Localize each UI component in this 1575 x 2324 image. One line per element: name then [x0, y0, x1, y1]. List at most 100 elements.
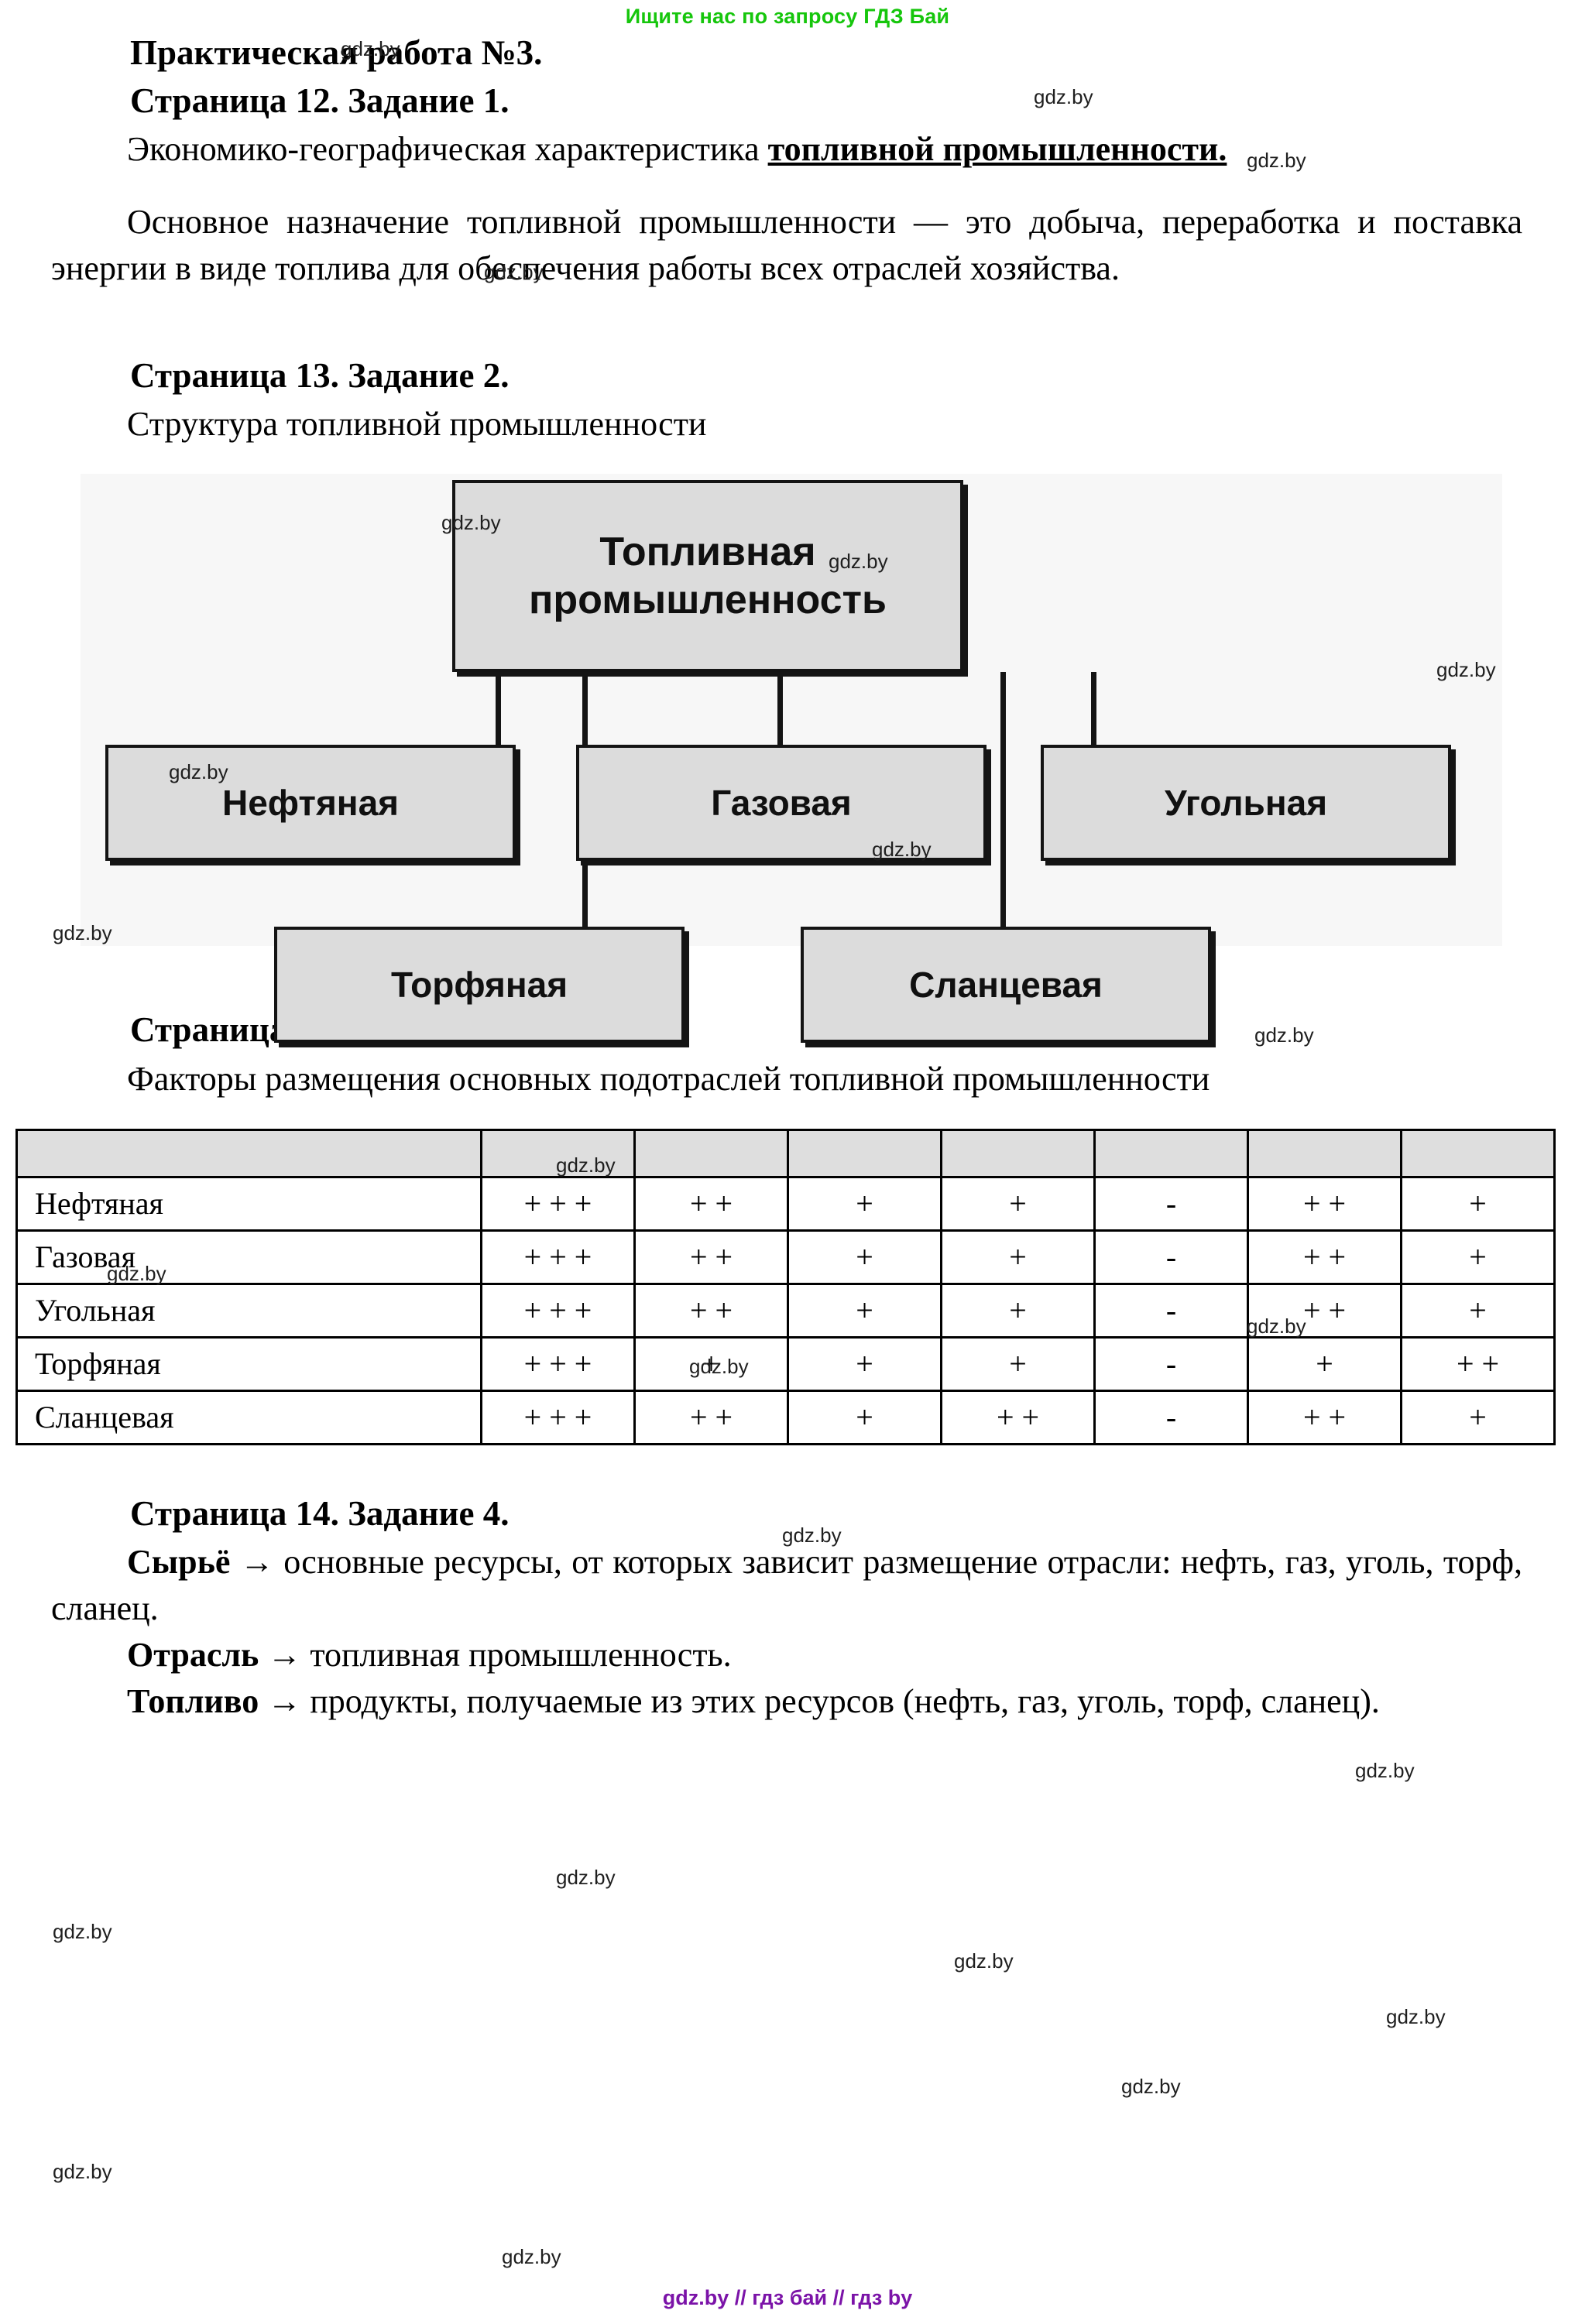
definition-text-otrasl: топливная промышленность.	[301, 1635, 732, 1674]
table-cell: +	[1247, 1335, 1402, 1392]
section-heading-task-3: Страница 13. Задание 3.	[130, 1010, 509, 1050]
table-row: Торфяная + + + + + + - + + +	[15, 1335, 1556, 1392]
table-cell: + +	[633, 1229, 789, 1285]
definition-term-otrasl: Отрасль	[127, 1635, 259, 1674]
diagram-box-gazovaya: Газовая	[576, 745, 987, 862]
connector-root-to-ugolnaya	[1091, 672, 1096, 749]
section-heading-task-2: Страница 13. Задание 2.	[130, 355, 510, 395]
table-cell: +	[940, 1282, 1096, 1339]
factors-table-body: Нефтяная + + + + + + + - + + + Газовая +…	[15, 1175, 1556, 1445]
site-footer-links: gdz.by // гдз бай // гдз by	[662, 2286, 913, 2309]
table-row: Сланцевая + + + + + + + + - + + +	[15, 1389, 1556, 1445]
factors-table: Нефтяная + + + + + + + - + + + Газовая +…	[15, 1128, 1556, 1445]
diagram-box-ugolnaya: Угольная	[1041, 745, 1451, 862]
table-cell: +	[787, 1175, 942, 1232]
practical-work-title-block: Практическая работа №3.	[51, 31, 1522, 76]
definition-syrio: Сырьё → основные ресурсы, от которых зав…	[51, 1539, 1522, 1632]
table-row-label: Угольная	[15, 1282, 482, 1339]
watermark-text: gdz.by	[53, 2160, 112, 2183]
table-cell: + +	[1400, 1335, 1556, 1392]
definition-term-syrio: Сырьё	[127, 1543, 231, 1582]
table-header-cell	[940, 1128, 1096, 1178]
table-cell: +	[787, 1282, 942, 1339]
table-cell: +	[787, 1229, 942, 1285]
table-cell: + + +	[480, 1282, 636, 1339]
table-cell: -	[1093, 1229, 1249, 1285]
table-cell: +	[1400, 1282, 1556, 1339]
table-cell: -	[1093, 1282, 1249, 1339]
task-2-body: Структура топливной промышленности	[127, 405, 707, 444]
table-cell: + + +	[480, 1335, 636, 1392]
table-row-label: Газовая	[15, 1229, 482, 1285]
watermark-text: gdz.by	[53, 1920, 112, 1943]
table-header-cell	[633, 1128, 789, 1178]
arrow-icon: →	[267, 1681, 302, 1720]
diagram-box-slantsevaya: Сланцевая	[801, 927, 1211, 1044]
spacer	[51, 1445, 1522, 1492]
table-cell: + +	[633, 1175, 789, 1232]
page-title: Практическая работа №3.	[130, 33, 543, 72]
watermark-text: gdz.by	[1355, 1759, 1415, 1782]
table-cell: + + +	[480, 1175, 636, 1232]
diagram-box-neftyanaya: Нефтяная	[105, 745, 516, 862]
table-cell: + +	[633, 1389, 789, 1445]
connector-root-to-gazovaya	[777, 672, 783, 749]
fuel-industry-structure-diagram: Топливная промышленность Нефтяная Газова…	[81, 474, 1502, 1044]
table-cell: -	[1093, 1175, 1249, 1232]
arrow-icon: →	[239, 1543, 274, 1582]
watermark-text: gdz.by	[502, 2245, 561, 2268]
table-cell: + + +	[480, 1389, 636, 1445]
task-1-subheading: Экономико-географическая характеристика …	[51, 126, 1522, 173]
table-cell: + +	[1247, 1389, 1402, 1445]
table-row-label: Нефтяная	[15, 1175, 482, 1232]
task-3-body: Факторы размещения основных подотраслей …	[127, 1059, 1210, 1098]
connector-root-to-slantsevaya	[1000, 672, 1006, 931]
table-cell: + +	[1247, 1175, 1402, 1232]
spacer	[51, 447, 1522, 474]
table-cell: +	[940, 1175, 1096, 1232]
table-cell: +	[940, 1335, 1096, 1392]
watermark-text: gdz.by	[954, 1949, 1014, 1973]
table-header-row	[15, 1128, 1556, 1178]
section-1-heading-block: Страница 12. Задание 1.	[51, 79, 1522, 124]
watermark-text: gdz.by	[1121, 2075, 1181, 2098]
spacer	[51, 946, 1522, 1008]
diagram-box-root: Топливная промышленность	[452, 480, 963, 673]
spacer	[51, 1102, 1522, 1129]
table-cell: + + +	[480, 1229, 636, 1285]
table-row-label: Сланцевая	[15, 1389, 482, 1445]
table-row: Угольная + + + + + + + - + + +	[15, 1282, 1556, 1339]
spacer	[51, 292, 1522, 354]
task-1-subheading-bold: топливной промышленности.	[767, 130, 1227, 169]
table-header-cell	[1400, 1128, 1556, 1178]
table-cell: +	[787, 1335, 942, 1392]
table-cell: + +	[1247, 1229, 1402, 1285]
table-row-label: Торфяная	[15, 1335, 482, 1392]
definition-text-syrio: основные ресурсы, от которых зависит раз…	[51, 1543, 1522, 1627]
definition-text-toplivo: продукты, получаемые из этих ресурсов (н…	[301, 1681, 1380, 1720]
table-cell: +	[787, 1389, 942, 1445]
factors-table-head	[15, 1128, 1556, 1178]
spacer	[51, 173, 1522, 199]
table-row: Газовая + + + + + + + - + + +	[15, 1229, 1556, 1285]
table-cell: -	[1093, 1335, 1249, 1392]
table-row: Нефтяная + + + + + + + - + + +	[15, 1175, 1556, 1232]
diagram-box-torfyanaya: Торфяная	[274, 927, 685, 1044]
table-cell: + +	[940, 1389, 1096, 1445]
site-promo-banner: Ищите нас по запросу ГДЗ Бай	[625, 5, 950, 28]
table-header-cell	[1247, 1128, 1402, 1178]
section-3-heading-block: Страница 13. Задание 3.	[51, 1008, 1522, 1053]
document-content: Практическая работа №3. Страница 12. Зад…	[15, 31, 1556, 1724]
section-2-heading-block: Страница 13. Задание 2.	[51, 354, 1522, 399]
section-heading-task-1: Страница 12. Задание 1.	[130, 81, 510, 120]
table-cell: +	[633, 1335, 789, 1392]
arrow-icon: →	[267, 1635, 302, 1674]
section-heading-task-4: Страница 14. Задание 4.	[130, 1493, 510, 1533]
table-cell: + +	[1247, 1282, 1402, 1339]
table-cell: -	[1093, 1389, 1249, 1445]
watermark-text: gdz.by	[1386, 2005, 1446, 2028]
table-cell: +	[1400, 1229, 1556, 1285]
watermark-text: gdz.by	[556, 1866, 616, 1889]
task-1-subheading-plain: Экономико-географическая характеристика	[127, 130, 768, 169]
